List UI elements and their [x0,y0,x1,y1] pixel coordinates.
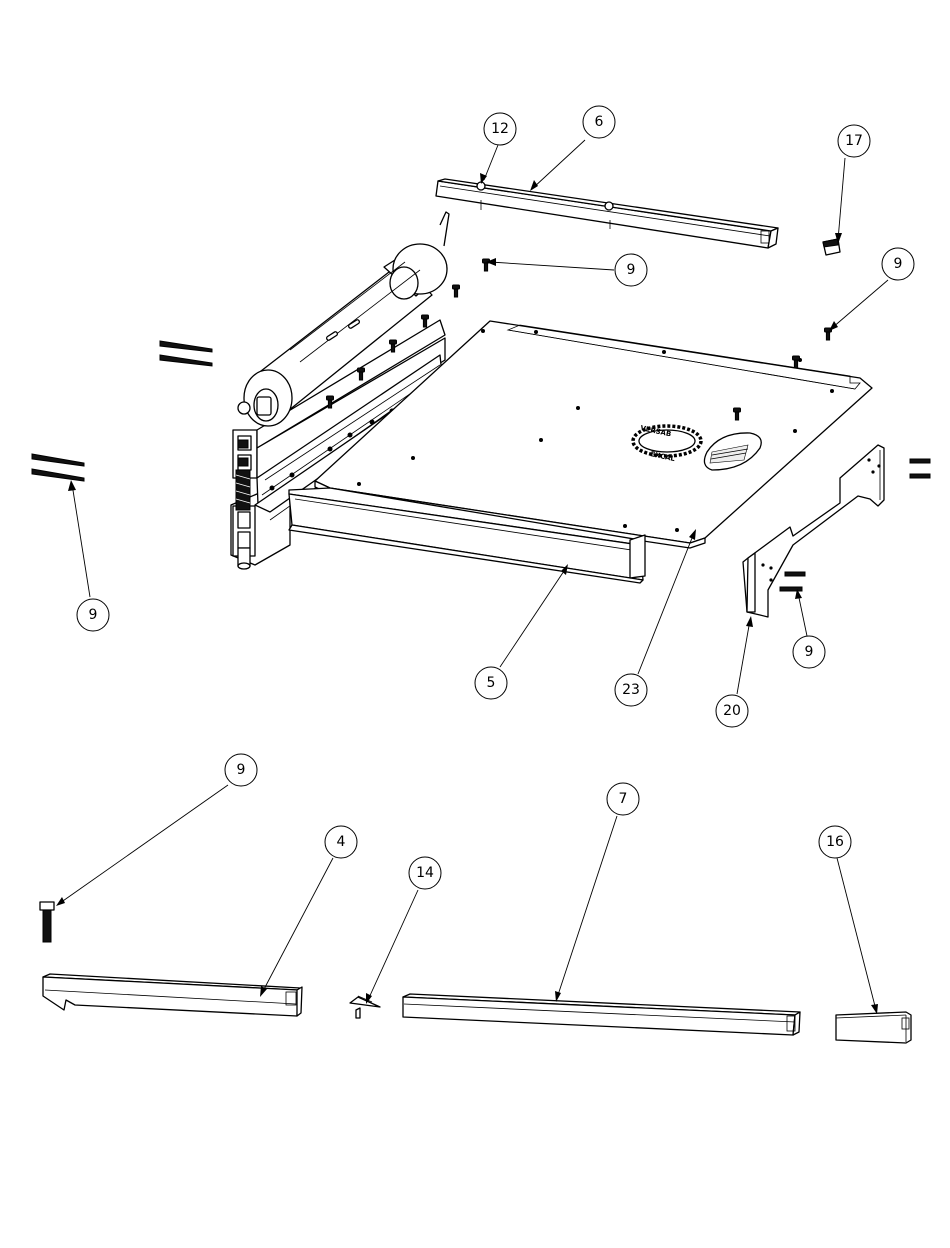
callout-9-left-label: 9 [89,607,98,623]
callout-16: 16 [819,826,851,858]
callout-9-right-label: 9 [894,256,903,272]
callout-5-label: 5 [487,675,496,691]
callout-14-label: 14 [416,865,434,881]
callout-9-support-label: 9 [805,644,814,660]
callout-9-bolt: 9 [225,754,257,786]
callout-17-label: 17 [845,133,863,149]
callout-6: 6 [583,106,615,138]
callout-14: 14 [409,857,441,889]
callout-23-label: 23 [622,682,640,698]
rail-part-6 [436,179,778,248]
tube-part-4 [43,974,302,1016]
callout-20-label: 20 [723,703,741,719]
callout-6-label: 6 [595,114,604,130]
callout-4: 4 [325,826,357,858]
clip-part-14 [350,996,380,1018]
bolt-part-9 [40,902,54,942]
callout-9-hardware: 9 [615,254,647,286]
callout-9-bolt-label: 9 [237,762,246,778]
tube-part-7 [403,994,800,1035]
callout-20: 20 [716,695,748,727]
end-cap-part-16 [836,1012,911,1043]
callout-5: 5 [475,667,507,699]
callout-12-label: 12 [491,121,509,137]
callout-9-support: 9 [793,636,825,668]
callout-4-label: 4 [337,834,346,850]
callout-7: 7 [607,783,639,815]
callout-9-right: 9 [882,248,914,280]
callout-17: 17 [838,125,870,157]
callout-12: 12 [484,113,516,145]
callout-23: 23 [615,674,647,706]
callout-16-label: 16 [826,834,844,850]
callout-9-left: 9 [77,599,109,631]
callout-9-hardware-label: 9 [627,262,636,278]
callout-7-label: 7 [619,791,628,807]
